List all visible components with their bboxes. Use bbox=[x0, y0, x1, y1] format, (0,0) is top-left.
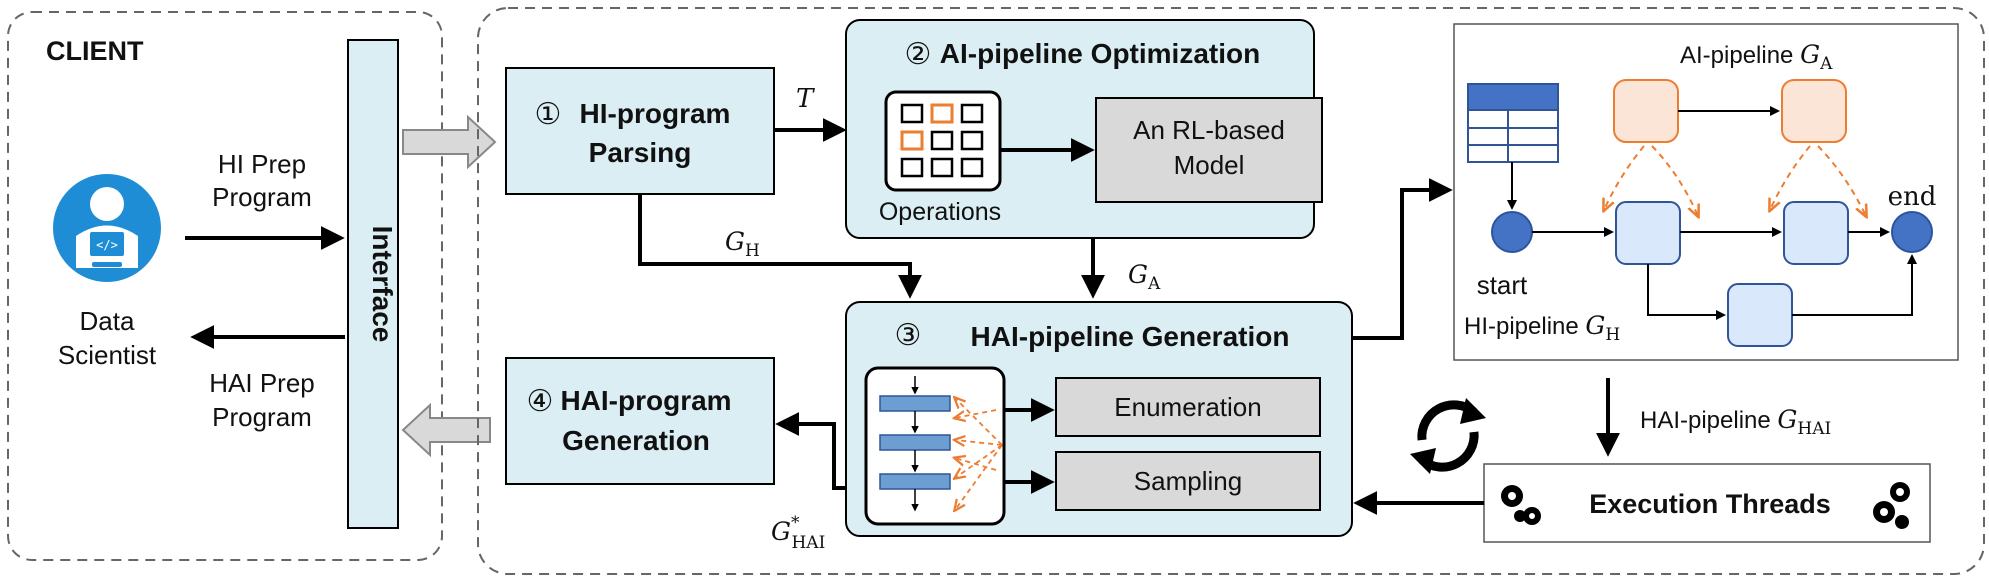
ghai-star-arrow bbox=[775, 412, 846, 490]
interface-bar bbox=[347, 39, 399, 529]
label-GA: GA bbox=[1128, 260, 1161, 294]
hi-parsing-num: ① bbox=[535, 98, 562, 131]
code-glyph: </> bbox=[96, 238, 118, 252]
operations-grid-icon bbox=[884, 90, 1002, 192]
to-server-arrow bbox=[402, 114, 497, 170]
gears-icon-right bbox=[1873, 482, 1910, 529]
to-client-arrow bbox=[401, 402, 491, 458]
hi-prep-line1: HI Prep bbox=[218, 149, 306, 179]
hi-parsing-box bbox=[505, 67, 775, 195]
label-GH: GH bbox=[725, 227, 760, 261]
client-region bbox=[7, 11, 443, 561]
hi-prep-line2: Program bbox=[212, 182, 312, 212]
label-T: T bbox=[796, 84, 815, 114]
hai-pipeline-label: HAI-pipeline GHAI bbox=[1640, 405, 1831, 439]
hi-pipeline-label: HI-pipeline GH bbox=[1464, 311, 1620, 345]
ai-dash-1a bbox=[1604, 145, 1645, 210]
sampling-box bbox=[1055, 451, 1321, 511]
end-node bbox=[1891, 211, 1933, 253]
hai-prog-num: ④ bbox=[527, 385, 554, 418]
start-label: start bbox=[1477, 270, 1528, 300]
refresh-cycle-icon bbox=[1410, 398, 1486, 474]
hai-prog-box bbox=[505, 357, 775, 485]
gears-icon-left bbox=[1501, 485, 1541, 525]
ai-dash-2a bbox=[1770, 145, 1811, 210]
ai-opt-title: AI-pipeline Optimization bbox=[940, 38, 1260, 69]
pipeline-panel bbox=[1453, 23, 1959, 361]
hi-edge-1-3 bbox=[1647, 264, 1726, 320]
user-label-line1: Data bbox=[80, 306, 135, 336]
ai-node-1 bbox=[1613, 79, 1679, 143]
execution-threads-label: Execution Threads bbox=[1589, 489, 1831, 519]
ai-node-2 bbox=[1781, 79, 1847, 143]
end-label: end bbox=[1888, 182, 1937, 212]
hi-parsing-line2: Parsing bbox=[589, 137, 692, 168]
ai-opt-num: ② bbox=[905, 38, 932, 71]
rl-model-box bbox=[1095, 97, 1323, 203]
server-region bbox=[477, 7, 1985, 575]
execution-threads-box bbox=[1483, 463, 1931, 543]
table-icon bbox=[1467, 83, 1559, 163]
enumeration-box bbox=[1055, 377, 1321, 437]
hi-node-1 bbox=[1615, 201, 1681, 265]
ai-pipeline-label: AI-pipeline GA bbox=[1680, 40, 1833, 74]
hai-gen-num: ③ bbox=[895, 319, 922, 352]
user-label-line2: Scientist bbox=[58, 340, 157, 370]
sampling-label: Sampling bbox=[1134, 466, 1242, 496]
pipeline-illustration-icon bbox=[864, 366, 1006, 526]
hai-prep-line2: Program bbox=[212, 402, 312, 432]
data-scientist-icon: </> bbox=[53, 174, 161, 282]
start-node bbox=[1491, 211, 1533, 253]
rl-model-line2: Model bbox=[1174, 150, 1245, 180]
label-GHAI-star: G*HAI bbox=[771, 513, 825, 553]
hi-edge-3-end bbox=[1792, 254, 1917, 316]
hi-node-3 bbox=[1727, 283, 1793, 347]
hi-parsing-line1: HI-program bbox=[580, 98, 731, 129]
operations-label: Operations bbox=[879, 198, 1001, 226]
hai-prog-line1: HAI-program bbox=[560, 385, 731, 416]
interface-label: Interface bbox=[367, 226, 398, 343]
hai-prep-line1: HAI Prep bbox=[209, 368, 315, 398]
hai-prog-line2: Generation bbox=[562, 425, 710, 456]
to-pipeline-panel-arrow bbox=[1352, 178, 1453, 340]
rl-model-line1: An RL-based bbox=[1133, 115, 1285, 145]
enumeration-label: Enumeration bbox=[1114, 392, 1261, 422]
gh-path-arrow bbox=[638, 194, 922, 299]
hi-node-2 bbox=[1783, 201, 1849, 265]
hai-gen-title: HAI-pipeline Generation bbox=[971, 321, 1290, 352]
client-title: CLIENT bbox=[46, 36, 144, 66]
